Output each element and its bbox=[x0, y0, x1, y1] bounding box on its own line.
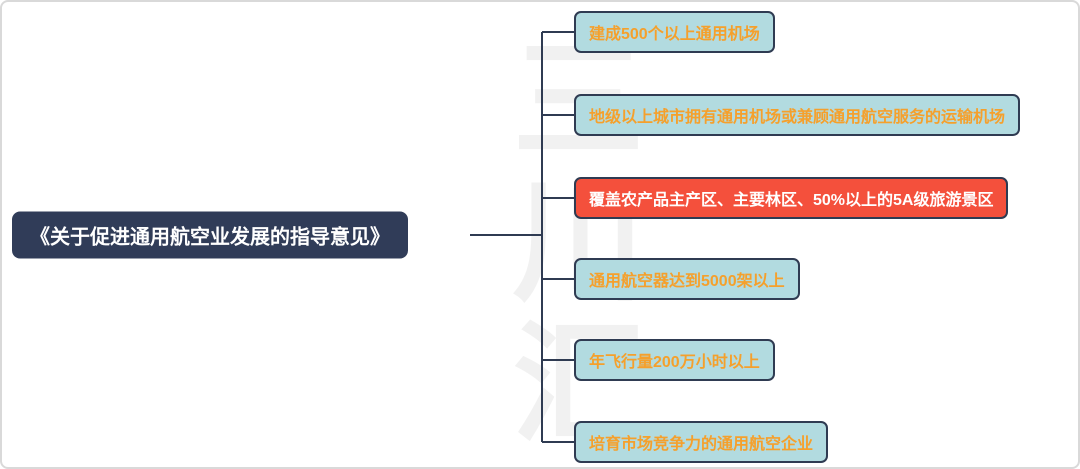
branch-node: 建成500个以上通用机场 bbox=[574, 11, 775, 53]
branch-node: 年飞行量200万小时以上 bbox=[574, 339, 775, 381]
branch-node: 通用航空器达到5000架以上 bbox=[574, 258, 800, 300]
branch-node: 培育市场竞争力的通用航空企业 bbox=[574, 421, 829, 463]
branch-node: 地级以上城市拥有通用机场或兼顾通用航空服务的运输机场 bbox=[574, 94, 1021, 136]
branch-node-highlighted: 覆盖农产品主产区、主要林区、50%以上的5A级旅游景区 bbox=[574, 177, 1009, 219]
root-node: 《关于促进通用航空业发展的指导意见》 bbox=[12, 211, 408, 259]
